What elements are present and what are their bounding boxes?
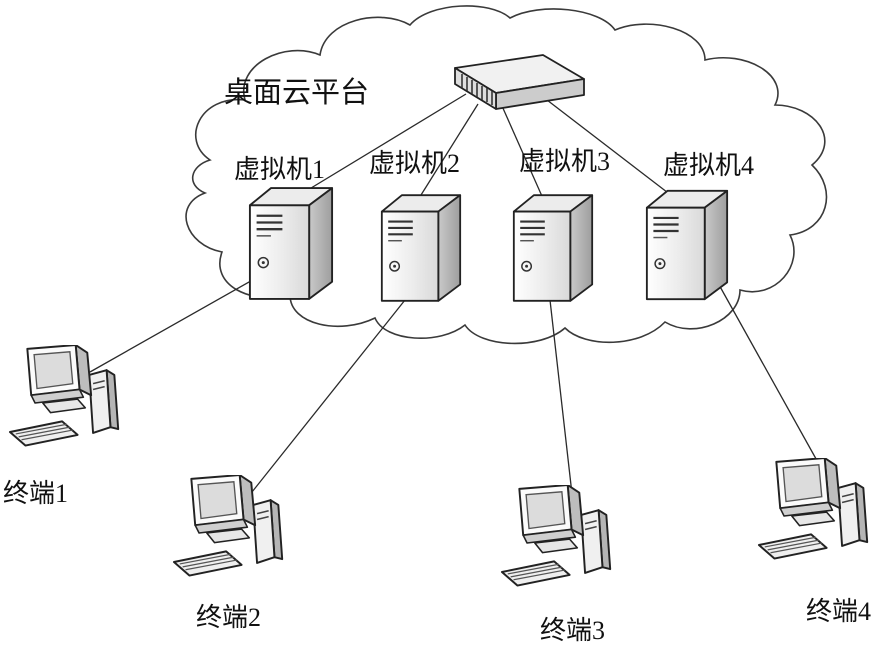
server-tower-icon-vm3 (512, 194, 594, 302)
connection-line (501, 105, 546, 204)
vm4-label: 虚拟机4 (663, 151, 754, 180)
desktop-pc-icon-terminal2 (172, 475, 284, 577)
terminal3-label: 终端3 (540, 616, 605, 645)
connection-line (717, 282, 821, 467)
network-switch-icon (454, 54, 585, 110)
terminal4-label: 终端4 (806, 597, 871, 626)
switch-to-vm-lines (287, 93, 677, 204)
terminal1-label: 终端1 (3, 479, 68, 508)
connection-line (89, 277, 257, 373)
vm1-label: 虚拟机1 (234, 155, 325, 184)
desktop-pc-icon-terminal1 (8, 345, 120, 447)
connection-line (546, 99, 677, 200)
desktop-pc-icon-terminal3 (500, 485, 612, 587)
server-tower-icon-vm1 (248, 186, 334, 301)
vm-to-terminal-lines (89, 277, 821, 495)
server-tower-icon-vm2 (380, 194, 462, 302)
connection-line (287, 93, 467, 203)
connection-line (415, 103, 479, 204)
connection-line (549, 299, 573, 495)
terminal2-label: 终端2 (196, 603, 261, 632)
platform-label: 桌面云平台 (224, 76, 369, 109)
server-tower-icon-vm4 (645, 189, 729, 301)
desktop-pc-icon-terminal4 (757, 458, 869, 560)
connection-line (251, 299, 406, 493)
switch-ports (461, 74, 493, 105)
vm2-label: 虚拟机2 (369, 149, 460, 178)
vm3-label: 虚拟机3 (519, 147, 610, 176)
